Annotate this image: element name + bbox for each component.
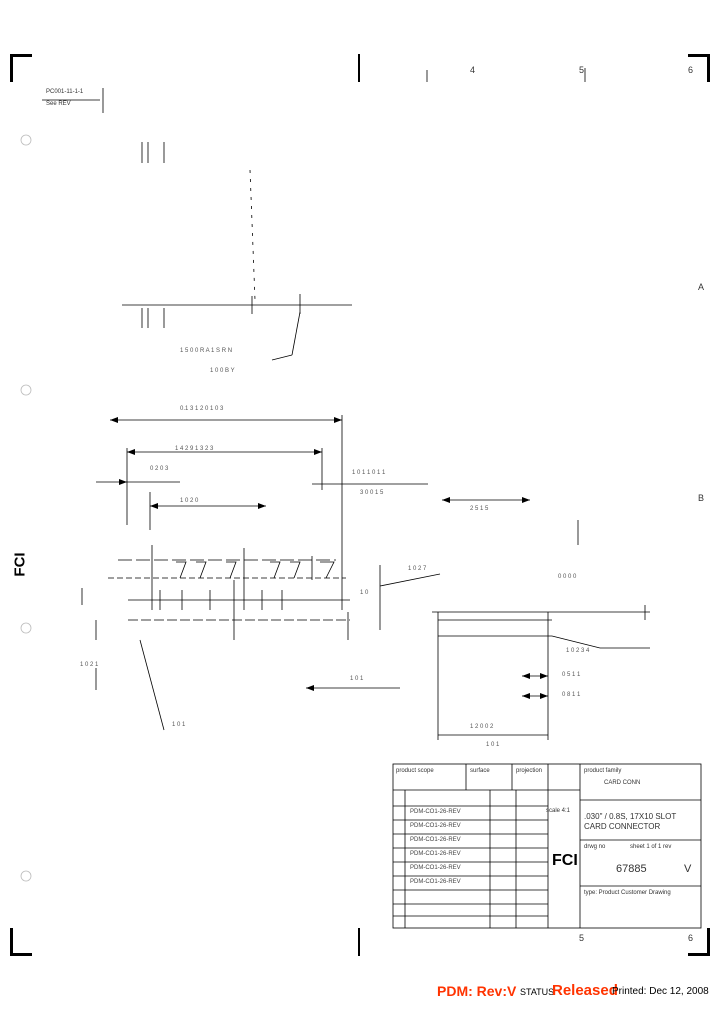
corner-mark-bottom-right-h [688,953,710,956]
dim-note-20: 1 0 1 [350,676,364,682]
dim-note-13: 1 0 2 3 4 [566,648,590,654]
revision-stamp: PC001-11-1-1 See REV [42,88,104,112]
tb-type: type: Product Customer Drawing [584,890,671,896]
dim-note-11: 1 0 2 7 [408,566,427,572]
dim-note-15: 0 8 1 1 [562,692,581,698]
dim-note-8: 3 0 0 1 5 [360,490,384,496]
tb-rev: V [684,863,692,875]
zone-label-top-4: 4 [470,65,476,75]
dim-note-19: 1 0 1 [172,722,186,728]
zone-label-top-6: 6 [688,65,694,75]
dim-note-9: 2 5 1 5 [470,506,489,512]
zone-label-right-a: A [698,282,705,292]
dim-note-3: 0.1 3 1 2 0 1 0 3 [180,406,224,412]
dim-note-7: 1 0 1 1 0 1 1 [352,470,386,476]
tb-rev-row-1: PDM-CO1-26-REV [410,809,461,815]
tb-title: .030" / 0.8S, 17X10 SLOT CARD CONNECTOR [584,812,677,832]
zone-divider-top-mid [358,54,360,82]
dim-note-6: 1 0 2 0 [180,498,199,504]
tb-scale: scale 4:1 [546,808,571,814]
tb-rev-row-2: PDM-CO1-26-REV [410,823,461,829]
dim-note-14: 0 5 1 1 [562,672,581,678]
zone-label-right-b: B [698,493,705,503]
dim-note-16: 1 2 0 0 2 [470,724,494,730]
dim-note-12: 1 0 [360,590,369,596]
dim-note-4: 1 4 2 9 1 3 2 3 [175,446,214,452]
dim-note-10: 0 0 0 0 [558,574,577,580]
dim-note-2: 1 0 0 B Y [210,368,235,374]
revision-stamp-line-2: See REV [46,101,71,107]
tb-family-value: CARD CONN [604,780,641,786]
dim-note-5: 0 2 0 3 [150,466,169,472]
corner-mark-top-right-h [688,54,710,57]
tb-rev-row-6: PDM-CO1-26-REV [410,879,461,885]
tb-product-family-label: product family [584,768,622,774]
tb-surface-label: surface [470,768,490,774]
tb-rev-row-5: PDM-CO1-26-REV [410,865,461,871]
tb-rev-row-4: PDM-CO1-26-REV [410,851,461,857]
tb-sheet-label: sheet 1 of 1 rev [630,844,672,850]
tb-product-scope-label: product scope [396,768,434,774]
corner-mark-bottom-left-h [10,953,32,956]
status-label: STATUS [520,987,555,997]
dim-note-1: 1 5 0 0 R A 1 S R N [180,348,233,354]
tb-drawing-number: 67885 [616,863,647,875]
tb-fci-logo: FCI [552,852,578,869]
pdm-revision: PDM: Rev:V [437,983,517,999]
zone-divider-bottom-mid [358,928,360,956]
corner-mark-bottom-left [10,928,13,956]
zone-label-bottom-5: 5 [579,933,585,943]
tb-rev-row-3: PDM-CO1-26-REV [410,837,461,843]
tb-drawing-number-label: drwg no [584,844,606,850]
zone-label-bottom-6: 6 [688,933,694,943]
corner-mark-top-right [707,54,710,82]
corner-mark-top-left [10,54,13,82]
side-fci-logo: FCI [11,552,29,577]
revision-stamp-line-1: PC001-11-1-1 [46,89,84,95]
status-value: Released [552,982,618,999]
corner-mark-top-left-h [10,54,32,57]
dim-note-18: 1 0 2 1 [80,662,99,668]
corner-mark-bottom-right [707,928,710,956]
dim-note-17: 1 0 1 [486,742,500,748]
printed-date: Printed: Dec 12, 2008 [612,986,709,997]
zone-label-top-5: 5 [579,65,585,75]
tb-projection-label: projection [516,768,543,774]
